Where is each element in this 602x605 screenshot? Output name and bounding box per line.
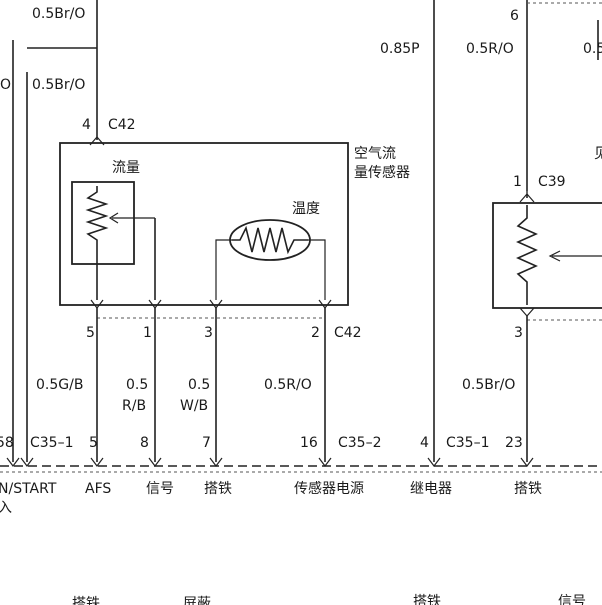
pin-mark-5 [90,299,104,309]
tps-conn-c39: C39 [538,174,566,190]
ecu-pin-8: 8 [140,435,149,451]
ecu-pin-58: 58 [0,435,14,451]
connector-tps-bottom-mark [519,307,535,317]
bottom-label-ground-1: 搭铁 [72,596,100,605]
maf-temp-label: 温度 [292,201,320,217]
flow-resistor-zigzag [85,186,109,258]
label-pin-c42-top: 4 [82,117,91,133]
ecu-pin-mark-58 [6,457,20,467]
ecu-label-ground-2: 搭铁 [514,481,542,497]
tps-pin-3: 3 [514,325,523,341]
maf-conn-c42: C42 [334,325,362,341]
pin-mark-1 [148,299,162,309]
temp-thermistor-zigzag [232,225,308,255]
ecu-pin-7: 7 [202,435,211,451]
ecu-pin-16: 16 [300,435,318,451]
label-wire-left-partial: O [0,77,11,93]
label-wire-05wb-b: W/B [180,398,208,414]
ecu-label-ground: 搭铁 [204,481,232,497]
ecu-pin-mark-5 [90,457,104,467]
label-pin-6: 6 [510,8,519,24]
ecu-label-signal: 信号 [146,481,174,497]
ecu-label-relay: 继电器 [410,481,452,497]
maf-pin-1: 1 [143,325,152,341]
label-wire-085p: 0.85P [380,41,420,57]
ecu-label-sensor-power: 传感器电源 [294,480,364,497]
ecu-pin-23: 23 [505,435,523,451]
wire-temp-left [215,239,232,300]
maf-flow-label: 流量 [112,160,140,176]
ecu-pin-mark-8 [148,457,162,467]
ecu-label-afs: AFS [85,481,111,497]
label-conn-c42-top: C42 [108,117,136,133]
ecu-pin-mark-7 [209,457,223,467]
maf-pin-2: 2 [311,325,320,341]
maf-pin-3: 3 [204,325,213,341]
tps-resistor-zigzag [516,205,538,305]
ecu-pin-mark-23 [520,457,534,467]
ecu-conn-c35-1: C35–1 [30,435,74,451]
label-wire-05ro-right: 0.5R/O [466,41,514,57]
ecu-conn-c35-2: C35–2 [338,435,382,451]
label-wire-mid-left: 0.5Br/O [32,77,85,93]
maf-pin-5: 5 [86,325,95,341]
ecu-label-ign-input: 入 [0,500,12,516]
maf-title-line2: 量传感器 [354,164,410,181]
maf-sensor-box [59,142,349,306]
pin-mark-2 [318,299,332,309]
bottom-label-shield: 屏蔽 [183,596,211,605]
label-wire-05gb: 0.5G/B [36,377,83,393]
ecu-pin-5: 5 [89,435,98,451]
label-wire-05rb-a: 0.5 [126,377,148,393]
label-wire-05ro-low: 0.5R/O [264,377,312,393]
wire-temp-right [308,239,326,300]
label-wire-partial-right: 0.5 [583,41,602,57]
pin-mark-3 [209,299,223,309]
maf-title-line1: 空气流 [354,146,396,162]
label-wire-05rb-b: R/B [122,398,146,414]
bottom-label-signal: 信号 [558,594,586,605]
flow-resistor-box [71,181,135,265]
ecu-pin-mark-c35 [20,457,34,467]
label-wire-top-left: 0.5Br/O [32,6,85,22]
tps-partial-right: 见 [594,146,602,162]
label-wire-05wb-a: 0.5 [188,377,210,393]
tps-box [492,202,602,309]
ecu-pin-mark-16 [318,457,332,467]
ecu-pin-mark-4 [427,457,441,467]
bottom-label-ground-2: 搭铁 [413,594,441,605]
ecu-pin-4: 4 [420,435,429,451]
ecu-conn-c35-1-right: C35–1 [446,435,490,451]
tps-pin-1: 1 [513,174,522,190]
flow-wiper-arrow [108,212,119,224]
tps-wiper-arrow [548,250,561,262]
ecu-label-ign-start: N/START [0,481,57,497]
label-wire-05bro-bottom: 0.5Br/O [462,377,515,393]
